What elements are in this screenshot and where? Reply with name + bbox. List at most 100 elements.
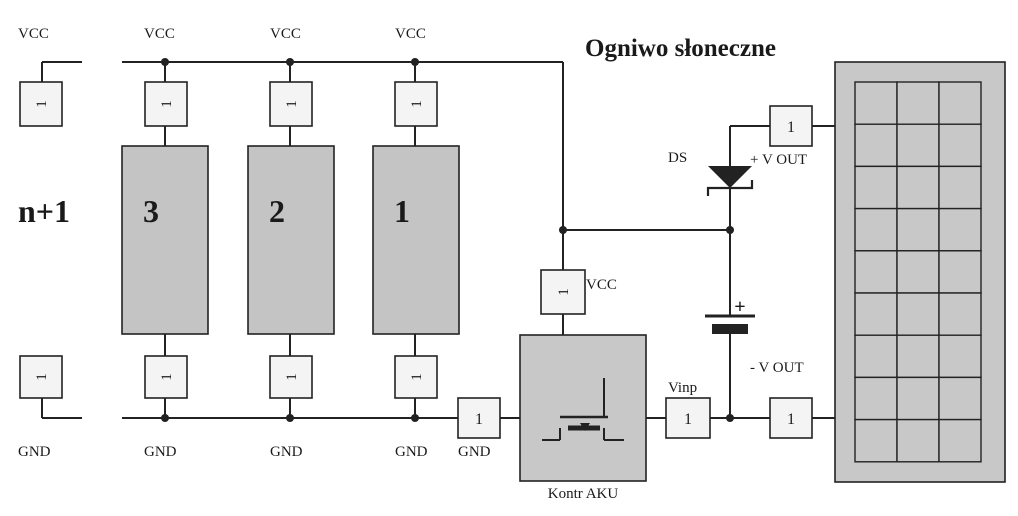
connector-bottom-3: 1 — [144, 355, 188, 399]
gnd-label: GND — [270, 444, 303, 460]
battery-symbol: + — [705, 296, 755, 334]
diagram-title: Ogniwo słoneczne — [585, 35, 776, 62]
solar-panel — [834, 61, 1006, 483]
cell-1-label: 1 — [394, 193, 410, 229]
solar-panel-cell — [854, 81, 898, 125]
stack-label: n+1 — [18, 193, 70, 229]
connector-top-3: 1 — [144, 81, 188, 127]
connector-label: 1 — [284, 100, 300, 108]
solar-panel-cell — [938, 81, 982, 125]
vcc-label: VCC — [18, 26, 49, 42]
solar-panel-cell — [896, 250, 940, 294]
cell-3 — [121, 145, 209, 335]
charge-controller: Kontr AKU — [519, 334, 647, 502]
connector-label: 1 — [556, 288, 572, 296]
connector-label: 1 — [409, 100, 425, 108]
upright-connectors: 1 1 1 1 — [457, 105, 813, 439]
connector-bottom-1: 1 — [394, 355, 438, 399]
diode-triangle — [708, 166, 752, 188]
connector-minus-vout: 1 — [769, 397, 813, 439]
cell-1 — [372, 145, 460, 335]
vcc-label: VCC — [395, 26, 426, 42]
solar-panel-cell — [938, 207, 982, 252]
connector-bottom-n1: 1 — [19, 355, 63, 399]
connector-label: 1 — [284, 373, 300, 381]
rotated-connectors: 1 1 1 1 1 1 1 1 — [19, 81, 586, 399]
connector-label: 1 — [159, 373, 175, 381]
battery-short-plate — [712, 324, 748, 334]
cell-2-label: 2 — [269, 193, 285, 229]
diode-label: DS — [668, 150, 687, 166]
vinp-label: Vinp — [668, 380, 697, 396]
solar-panel-cell — [854, 376, 898, 421]
junction-dot — [286, 414, 294, 422]
connector-top-1: 1 — [394, 81, 438, 127]
solar-panel-cell — [938, 250, 982, 294]
controller-label: Kontr AKU — [548, 486, 619, 502]
connector-vinp: 1 — [665, 397, 711, 439]
controller-box — [519, 334, 647, 482]
junction-dot — [559, 226, 567, 234]
mosfet-icon — [542, 378, 624, 441]
solar-panel-cell — [896, 207, 940, 252]
schottky-diode — [706, 166, 754, 196]
junction-dot — [161, 58, 169, 66]
cell-3-label: 3 — [143, 193, 159, 229]
connector-label: 1 — [787, 411, 795, 428]
connector-label: 1 — [475, 411, 483, 428]
connector-label: 1 — [409, 373, 425, 381]
junction-dot — [411, 58, 419, 66]
solar-panel-cell — [896, 376, 940, 421]
connector-top-n1: 1 — [19, 81, 63, 127]
solar-panel-cell — [854, 334, 898, 379]
cell-2 — [247, 145, 335, 335]
minus-vout-label: - V OUT — [750, 360, 804, 376]
solar-panel-cell — [854, 418, 898, 463]
solar-panel-cell — [938, 376, 982, 421]
junction-dot — [161, 414, 169, 422]
junctions — [161, 58, 734, 422]
junction-dot — [726, 414, 734, 422]
connector-label: 1 — [34, 373, 50, 381]
junction-dot — [726, 226, 734, 234]
solar-panel-cell — [854, 123, 898, 168]
connector-label: 1 — [787, 119, 795, 136]
solar-panel-cell — [938, 292, 982, 336]
solar-panel-cell — [896, 418, 940, 463]
diode-bar — [706, 180, 754, 196]
solar-panel-cell — [938, 334, 982, 379]
junction-dot — [411, 414, 419, 422]
solar-panel-cell — [854, 165, 898, 210]
connector-label: 1 — [34, 100, 50, 108]
solar-panel-cell — [896, 292, 940, 336]
plus-vout-label: + V OUT — [750, 152, 807, 168]
gnd-label: GND — [18, 444, 51, 460]
solar-panel-cell — [896, 123, 940, 168]
wires — [41, 61, 835, 419]
solar-panel-cell — [854, 292, 898, 336]
connector-top-2: 1 — [269, 81, 313, 127]
connector-bottom-2: 1 — [269, 355, 313, 399]
solar-panel-cell — [938, 123, 982, 168]
solar-panel-cell — [854, 207, 898, 252]
solar-panel-cell — [896, 165, 940, 210]
vcc-label: VCC — [144, 26, 175, 42]
solar-panel-cell — [938, 418, 982, 463]
battery-cells: 3 2 1 — [121, 145, 460, 335]
junction-dot — [286, 58, 294, 66]
connector-label: 1 — [684, 411, 692, 428]
gnd-label: GND — [395, 444, 428, 460]
labels: Ogniwo słoneczne VCC VCC VCC VCC VCC GND… — [18, 26, 807, 460]
solar-panel-cell — [938, 165, 982, 210]
solar-panel-cell — [854, 250, 898, 294]
solar-panel-cell — [896, 81, 940, 125]
connector-gnd-controller: 1 — [457, 397, 501, 439]
connector-plus-vout: 1 — [769, 105, 813, 147]
solar-panel-grid — [854, 81, 982, 463]
gnd-label: GND — [144, 444, 177, 460]
vcc-label: VCC — [270, 26, 301, 42]
battery-plus-label: + — [734, 296, 745, 318]
solar-panel-cell — [896, 334, 940, 379]
connector-controller-vcc: 1 — [540, 269, 586, 315]
